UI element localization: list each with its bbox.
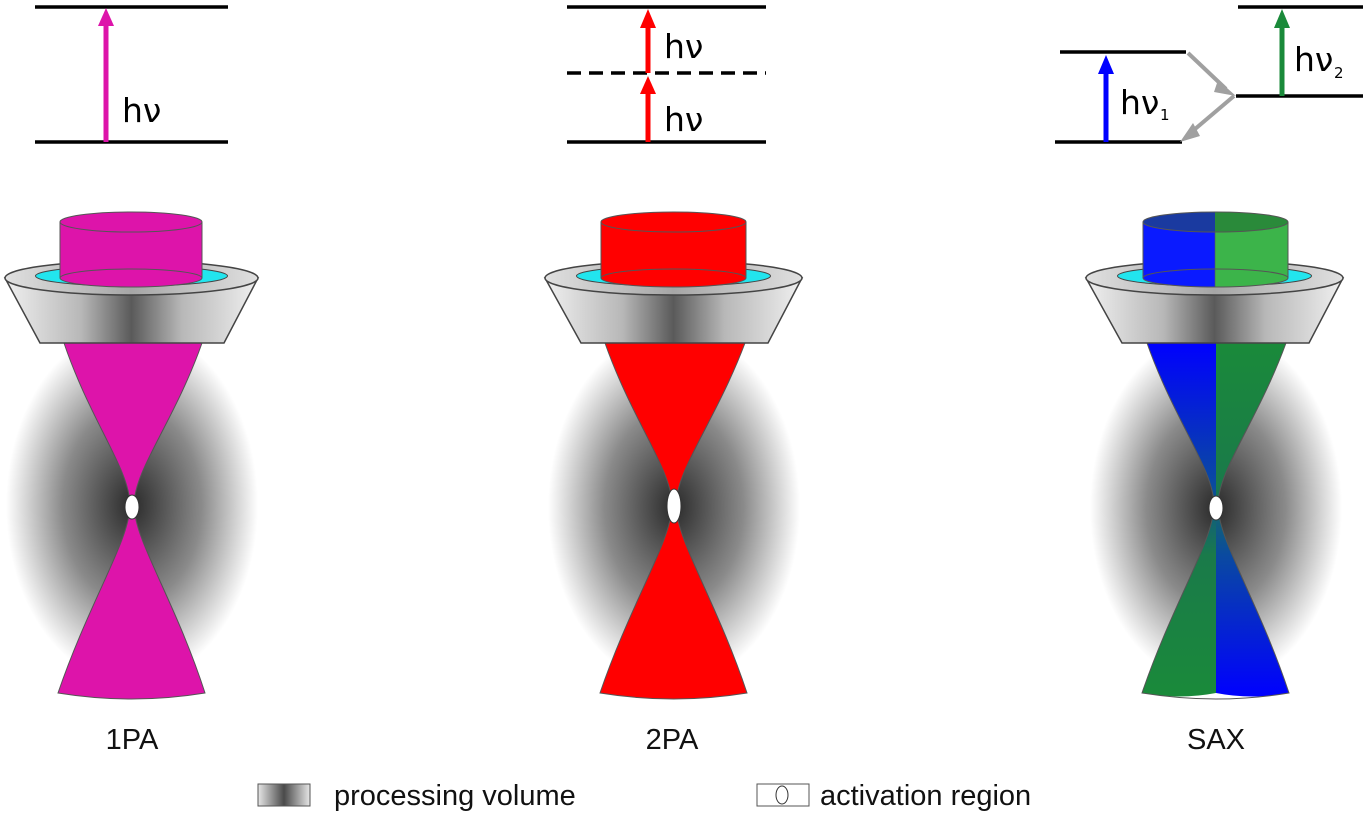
relaxation-arrowhead-1 [1214, 80, 1236, 96]
activation-region [1208, 495, 1224, 521]
second-photon-arrowhead [640, 9, 656, 28]
panel-sax: hν 1 hν 2 SA [1055, 5, 1363, 756]
legend-label-processing-volume: processing volume [334, 780, 576, 812]
probe-label: hν [1294, 40, 1333, 79]
panel-caption: 1PA [106, 724, 159, 756]
energy-diagram-sax: hν 1 hν 2 [1055, 5, 1363, 144]
photon-label-lower: hν [664, 100, 703, 139]
photon-label-upper: hν [664, 27, 703, 66]
panel-1pa: hν 1PA [3, 5, 260, 756]
photon-label: hν [122, 91, 161, 130]
legend: processing volume activation region [257, 780, 1031, 812]
focused-beam [1141, 342, 1290, 700]
excite-label-subscript: 1 [1160, 106, 1170, 124]
processing-volume-swatch [257, 783, 311, 807]
focused-beam [57, 342, 206, 700]
energy-diagram-2pa: hν hν [567, 5, 766, 144]
excite-label: hν [1120, 83, 1159, 122]
excitation-arrowhead [98, 8, 114, 26]
beam-cylinder [1142, 211, 1289, 288]
panel-2pa: hν hν 2PA [543, 5, 804, 756]
legend-processing-volume: processing volume [257, 780, 576, 812]
energy-diagram-1pa: hν [35, 5, 228, 144]
legend-activation-region: activation region [756, 780, 1031, 812]
beam-cylinder [600, 211, 747, 288]
probe-arrowhead [1274, 9, 1290, 28]
beam-cylinder [59, 211, 203, 288]
activation-region [666, 488, 682, 524]
first-photon-arrowhead [640, 76, 656, 94]
activation-region [124, 494, 140, 520]
panel-caption: 2PA [646, 724, 699, 756]
relaxation-arrowhead-2 [1180, 123, 1200, 142]
panel-caption: SAX [1187, 724, 1245, 756]
excite-arrowhead [1098, 55, 1114, 74]
probe-label-subscript: 2 [1334, 64, 1344, 82]
legend-label-activation-region: activation region [820, 780, 1031, 812]
